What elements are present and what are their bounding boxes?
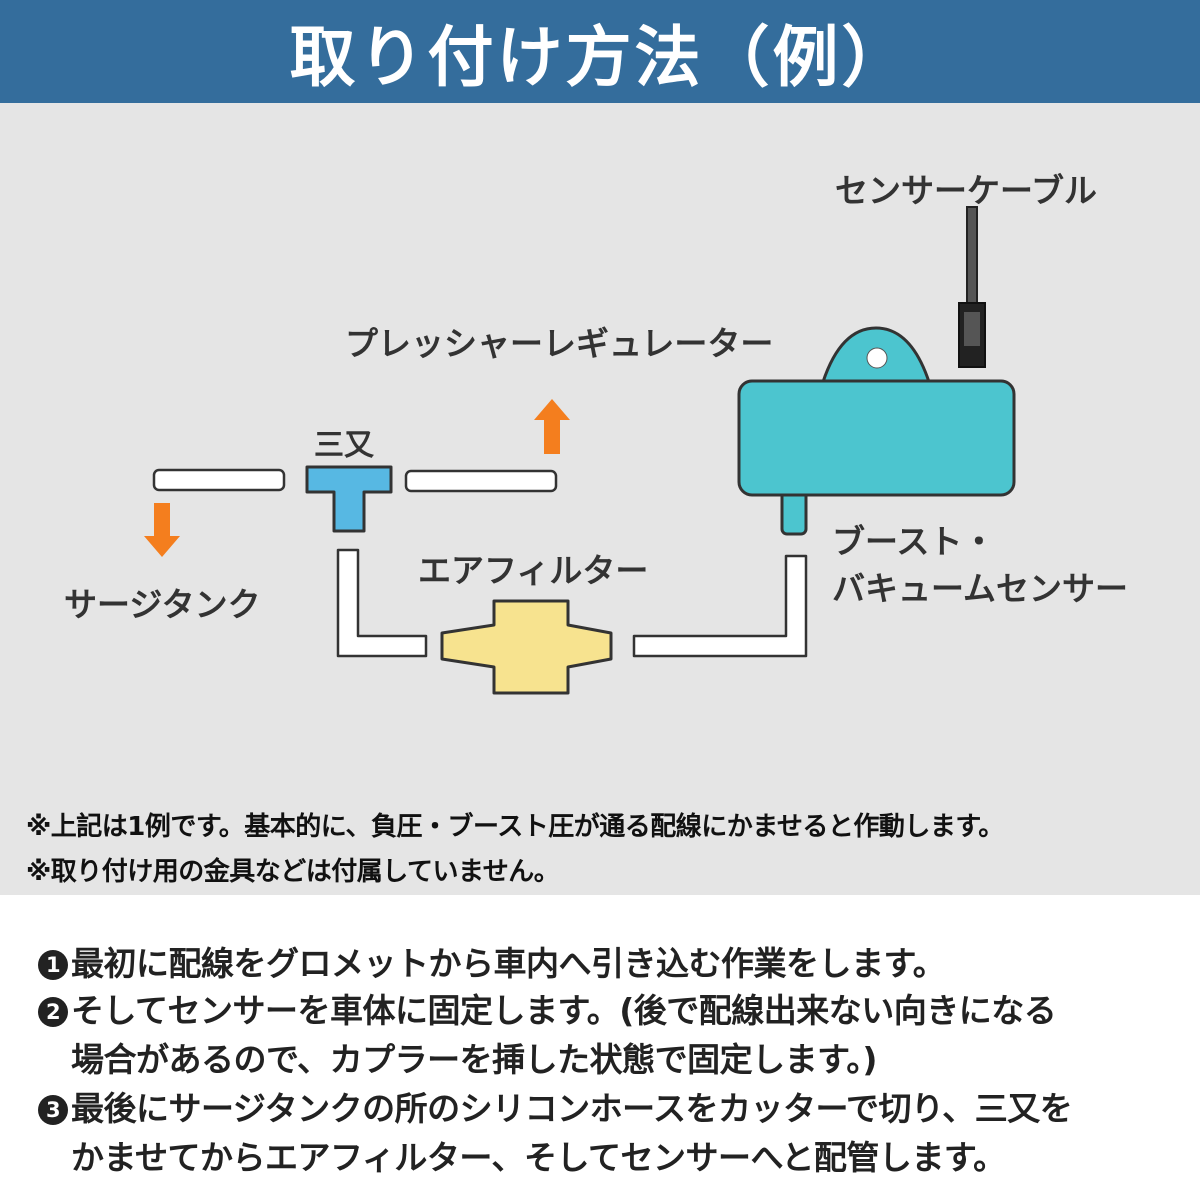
sensor-cable: [966, 206, 978, 308]
step-3-continued: かませてからエアフィルター、そしてセンサーへと配管します。: [71, 1131, 1006, 1179]
step-number-badge: 1: [38, 950, 68, 980]
hose-regulator-side: [404, 469, 558, 493]
hose-surge-side: [152, 468, 286, 492]
air-filter-label: エアフィルター: [418, 551, 649, 590]
sensor-dome-dot: [866, 347, 888, 369]
sensor-body: [737, 379, 1016, 497]
installation-diagram: センサーケーブル プレッシャーレギュレーター 三又 エアフィルター サージタンク…: [0, 103, 1200, 895]
tee-fitting: [305, 465, 393, 533]
boost-sensor-label-line2: バキュームセンサー: [832, 569, 1129, 608]
hose-filter-to-sensor: [632, 554, 808, 658]
page-title: 取り付け方法（例）: [289, 18, 911, 96]
air-filter: [440, 599, 613, 695]
surge-tank-label: サージタンク: [64, 585, 261, 624]
header-bar: 取り付け方法（例）: [0, 0, 1200, 103]
step-number-badge: 2: [38, 997, 68, 1027]
pressure-regulator-label: プレッシャーレギュレーター: [345, 324, 774, 363]
down-arrow-icon: [144, 503, 180, 557]
step-3-text-line2: かませてからエアフィルター、そしてセンサーへと配管します。: [71, 1138, 1006, 1177]
step-2-text-line2: 場合があるので、カプラーを挿した状態で固定します。): [71, 1040, 877, 1079]
tee-label: 三又: [314, 428, 374, 463]
step-3-text-line1: 最後にサージタンクの所のシリコンホースをカッターで切り、三又を: [71, 1089, 1073, 1128]
sensor-nozzle: [780, 488, 808, 536]
sensor-cable-label: センサーケーブル: [835, 171, 1098, 210]
diagram-canvas: [144, 206, 1016, 695]
hose-tee-to-filter: [336, 548, 428, 658]
note-no-brackets: ※取り付け用の金具などは付属していません。: [26, 857, 560, 887]
cable-connector-inner: [964, 312, 980, 346]
note-example: ※上記は1例です。基本的に、負圧・ブースト圧が通る配線にかませると作動します。: [26, 812, 1004, 842]
step-number-badge: 3: [38, 1095, 68, 1125]
step-1-text: 最初に配線をグロメットから車内へ引き込む作業をします。: [71, 944, 946, 983]
up-arrow-icon: [534, 399, 570, 454]
step-2-text-line1: そしてセンサーを車体に固定します。(後で配線出来ない向きになる: [71, 991, 1057, 1030]
step-2-continued: 場合があるので、カプラーを挿した状態で固定します。): [71, 1033, 877, 1081]
boost-sensor-label-line1: ブースト・: [832, 522, 996, 561]
